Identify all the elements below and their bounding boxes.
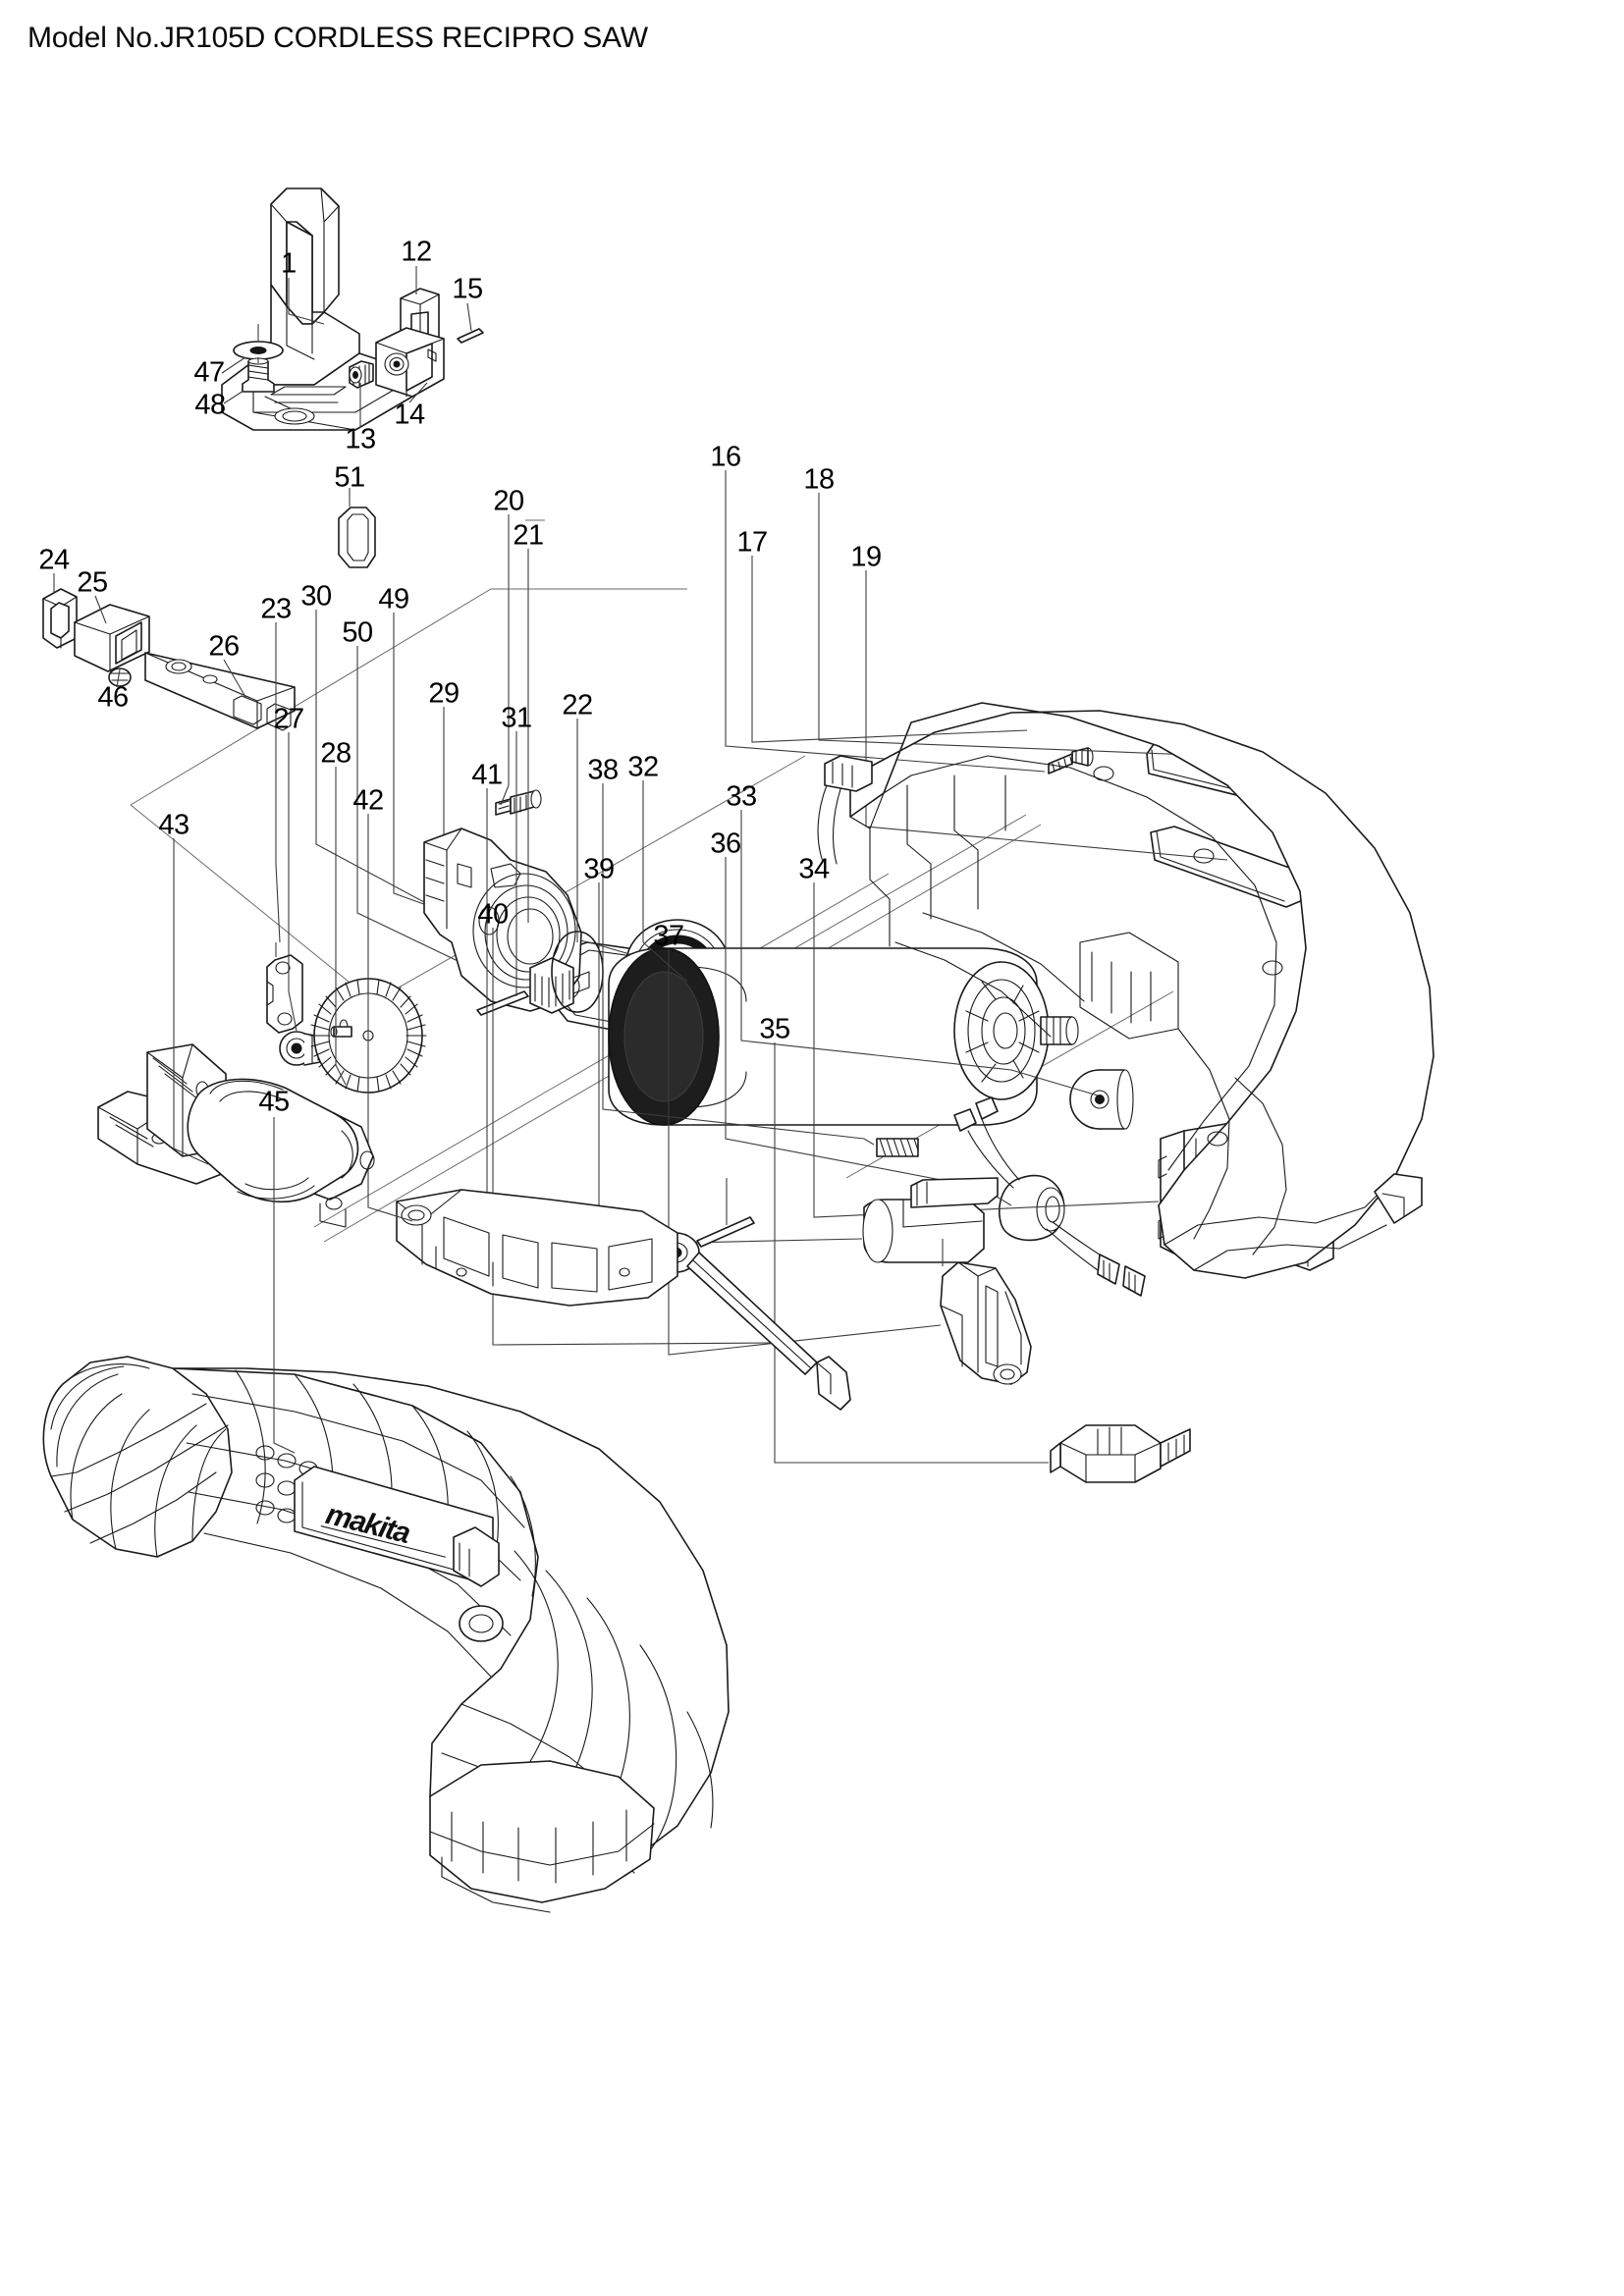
part-27-bushing [279, 732, 325, 1066]
callout-18: 18 [803, 463, 835, 496]
callout-31: 31 [501, 702, 532, 734]
part-46-cap [108, 667, 132, 688]
callout-30: 30 [300, 580, 332, 613]
part-14-blade-holder [375, 327, 445, 403]
callout-13: 13 [345, 423, 376, 455]
callout-23: 23 [260, 593, 292, 625]
callout-1: 1 [281, 247, 297, 280]
callout-47: 47 [193, 356, 225, 389]
callout-43: 43 [158, 809, 189, 841]
callout-21: 21 [513, 519, 544, 552]
part-20-pan-head-screw [495, 514, 542, 816]
part-36-noise-suppressor [725, 857, 1146, 1297]
part-42-handle-frame [367, 814, 678, 1307]
callout-24: 24 [38, 544, 70, 576]
part-26-slide-bar [144, 652, 296, 731]
part-19-label [865, 570, 1311, 908]
part-15-pin [457, 302, 484, 344]
page-title: Model No.JR105D CORDLESS RECIPRO SAW [27, 22, 648, 54]
callout-42: 42 [352, 784, 384, 817]
part-1-shoe-assembly [221, 187, 413, 431]
callout-49: 49 [378, 583, 409, 615]
callout-27: 27 [273, 703, 304, 735]
part-37-switch-lever [668, 949, 1032, 1385]
callout-40: 40 [477, 898, 509, 931]
callout-41: 41 [471, 759, 503, 791]
part-13-blade-clamp-sleeve [349, 360, 374, 428]
callout-45: 45 [258, 1086, 290, 1118]
callout-22: 22 [562, 689, 593, 721]
part-45-complete-tool-body: makita [42, 1117, 730, 1913]
part-39-switch-rod [598, 882, 999, 1266]
callout-16: 16 [710, 441, 741, 473]
part-24-shoe-plate [42, 573, 78, 649]
part-48-hex-socket-screw [223, 357, 275, 404]
callout-17: 17 [736, 526, 768, 559]
callout-14: 14 [394, 399, 425, 431]
part-22-o-ring [551, 719, 604, 1013]
part-51-rubber-seal-ring [338, 488, 376, 568]
part-17-housing-set [751, 556, 1435, 1279]
part-35-carbon-brush-set [774, 1042, 1191, 1483]
callout-12: 12 [401, 236, 432, 268]
callout-19: 19 [850, 541, 882, 573]
callout-32: 32 [627, 751, 659, 783]
callout-38: 38 [587, 754, 619, 786]
callout-15: 15 [452, 273, 483, 305]
callout-37: 37 [653, 920, 684, 952]
callout-46: 46 [97, 681, 129, 714]
part-25-rubber-sleeve [74, 595, 150, 672]
part-38-compression-spring [602, 783, 919, 1157]
part-33-rubber-pin [740, 810, 1134, 1130]
callout-33: 33 [726, 780, 757, 813]
callout-39: 39 [583, 853, 615, 885]
callout-50: 50 [342, 616, 373, 649]
part-31-pin [476, 731, 529, 1016]
callout-29: 29 [428, 677, 460, 710]
callout-34: 34 [798, 853, 830, 885]
callout-36: 36 [710, 828, 741, 860]
callout-51: 51 [334, 461, 365, 494]
callout-26: 26 [208, 630, 240, 663]
callout-25: 25 [77, 566, 108, 599]
part-21-crank-housing [423, 549, 590, 1014]
part-43-motor-bracket-assembly [97, 838, 375, 1228]
callout-48: 48 [194, 389, 226, 421]
callout-28: 28 [320, 737, 352, 770]
part-16-tapping-screw [725, 470, 1094, 774]
part-32-motor [608, 780, 1079, 1126]
callout-35: 35 [759, 1013, 790, 1045]
callout-20: 20 [493, 485, 524, 517]
